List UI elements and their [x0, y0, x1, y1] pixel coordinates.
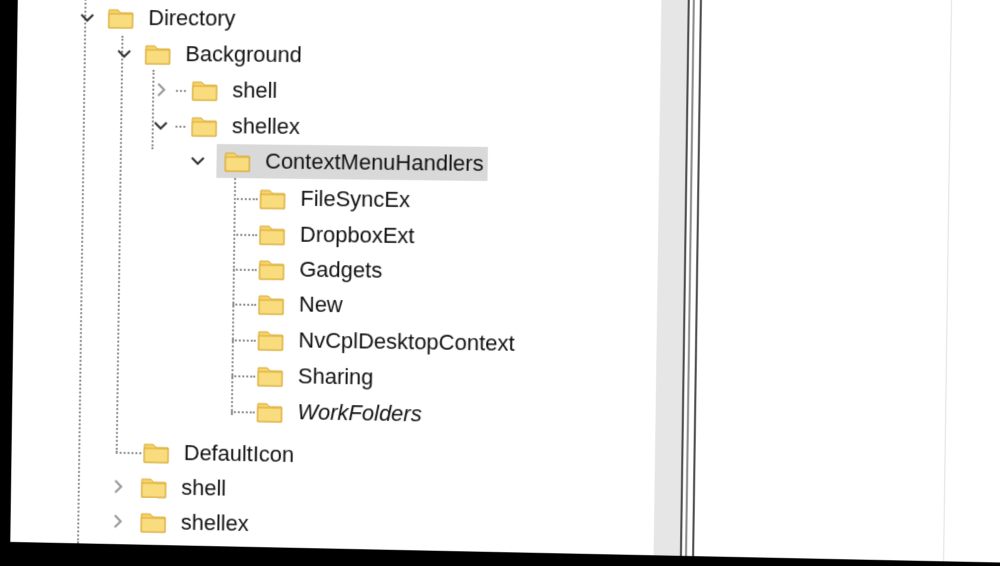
folder-icon — [189, 111, 219, 141]
folder-icon — [256, 289, 286, 319]
folder-icon — [256, 325, 286, 355]
tree-node-shell-2[interactable]: shell — [107, 469, 230, 505]
tree-node-workfolders[interactable]: WorkFolders — [254, 395, 426, 432]
column-separator[interactable] — [943, 0, 953, 562]
selection-highlight[interactable]: ContextMenuHandlers — [216, 144, 488, 182]
registry-tree-pane[interactable]: Directory Background shell — [10, 0, 662, 556]
folder-icon — [225, 153, 251, 173]
tree-node-label: DefaultIcon — [183, 440, 295, 468]
chevron-right-icon[interactable] — [107, 475, 129, 497]
tree-line — [233, 197, 258, 201]
tree-node-label: NvCplDesktopContext — [298, 327, 515, 356]
tree-node-gadgets[interactable]: Gadgets — [256, 252, 386, 288]
tree-node-contextmenuhandlers[interactable]: ContextMenuHandlers — [187, 144, 488, 182]
tree-line — [231, 339, 256, 342]
tree-line — [115, 35, 124, 453]
tree-node-label: DropboxExt — [299, 221, 415, 249]
chevron-right-icon[interactable] — [107, 510, 129, 532]
folder-icon — [255, 361, 285, 391]
tree-line — [232, 303, 257, 306]
tree-node-new[interactable]: New — [256, 287, 347, 322]
tree-line — [230, 411, 255, 414]
tree-node-label: Gadgets — [299, 256, 383, 283]
registry-values-pane[interactable] — [694, 0, 1000, 563]
folder-icon — [109, 9, 135, 29]
tree-node-sharing[interactable]: Sharing — [255, 359, 378, 395]
tree-node-label: shellex — [231, 113, 301, 139]
splitter-line — [684, 0, 695, 556]
folder-icon — [255, 397, 285, 427]
tree-node-nvcpldesktopcontext[interactable]: NvCplDesktopContext — [255, 323, 519, 361]
tree-node-label: WorkFolders — [297, 399, 422, 427]
chevron-down-icon[interactable] — [76, 7, 98, 29]
tree-node-shellex[interactable]: shellex — [150, 109, 305, 144]
tree-node-label: ContextMenuHandlers — [264, 148, 484, 176]
folder-icon — [260, 190, 286, 210]
chevron-down-icon[interactable] — [113, 43, 135, 65]
tree-node-directory[interactable]: Directory — [76, 1, 239, 36]
tree-line — [232, 268, 257, 272]
tree-line — [231, 375, 256, 378]
tree-node-label: shellex — [180, 509, 249, 536]
tree-line — [233, 233, 258, 237]
folder-icon — [139, 472, 169, 502]
folder-icon — [138, 507, 168, 537]
folder-icon — [146, 45, 172, 65]
chevron-right-icon[interactable] — [150, 79, 172, 101]
tree-node-label: Background — [185, 41, 302, 68]
folder-icon — [259, 261, 285, 281]
folder-icon — [260, 226, 286, 246]
tree-node-label: Sharing — [297, 363, 374, 390]
tree-node-dropboxext[interactable]: DropboxExt — [257, 217, 419, 253]
tree-node-label: shell — [181, 474, 227, 501]
tree-node-label: FileSyncEx — [300, 185, 411, 213]
tree-line — [115, 451, 142, 455]
tree-node-shellex-2[interactable]: shellex — [107, 504, 253, 541]
tree-node-filesyncex[interactable]: FileSyncEx — [257, 181, 414, 217]
tree-node-background[interactable]: Background — [113, 37, 306, 72]
chevron-down-icon[interactable] — [150, 114, 172, 136]
tree-node-label: Directory — [148, 5, 236, 31]
folder-icon — [190, 75, 220, 105]
tree-line — [230, 178, 237, 416]
tree-node-defaulticon[interactable]: DefaultIcon — [141, 435, 298, 472]
tree-node-label: New — [298, 291, 343, 318]
chevron-down-icon[interactable] — [187, 150, 209, 172]
tree-node-shell[interactable]: shell — [150, 73, 281, 108]
folder-icon — [141, 437, 171, 467]
tree-node-label: shell — [232, 77, 278, 103]
tree-line — [77, 0, 87, 544]
